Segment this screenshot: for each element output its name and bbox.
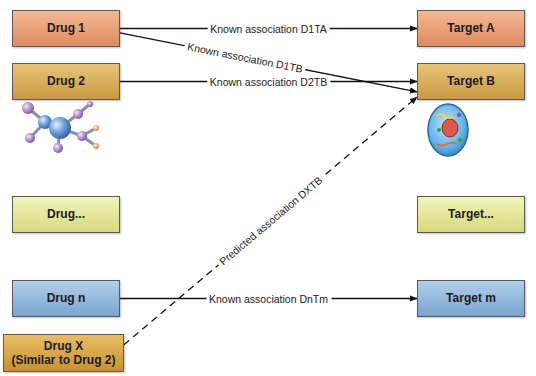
node-title: Drug n bbox=[47, 291, 86, 305]
molecule-icon bbox=[22, 101, 99, 153]
node-title: Drug... bbox=[47, 207, 85, 221]
node-title: Target... bbox=[448, 207, 494, 221]
association-arrow bbox=[120, 33, 417, 92]
drug-box: Drug X(Similar to Drug 2) bbox=[3, 334, 124, 372]
node-title: Target A bbox=[447, 21, 494, 35]
edge-label: Known association D1TA bbox=[207, 22, 330, 35]
node-title: Drug 2 bbox=[47, 74, 85, 88]
target-box: Target m bbox=[417, 280, 525, 317]
target-box: Target A bbox=[417, 10, 525, 47]
predicted-arrow bbox=[124, 97, 417, 345]
edge-label: Known association DnTm bbox=[206, 292, 331, 305]
edge-label: Known association D1TB bbox=[183, 39, 306, 76]
edge-label: Predicted association DXTB bbox=[214, 172, 327, 270]
cell-icon bbox=[428, 104, 468, 156]
node-title: Target B bbox=[447, 74, 495, 88]
node-title: Drug 1 bbox=[47, 21, 85, 35]
drug-box: Drug 2 bbox=[12, 63, 120, 100]
edge-label: Known association D2TB bbox=[207, 75, 330, 88]
target-box: Target... bbox=[417, 196, 525, 233]
node-title: Drug X bbox=[44, 339, 83, 353]
target-box: Target B bbox=[417, 63, 525, 100]
node-title: Target m bbox=[446, 291, 496, 305]
drug-box: Drug n bbox=[12, 280, 120, 317]
node-note: (Similar to Drug 2) bbox=[11, 353, 115, 367]
drug-box: Drug 1 bbox=[12, 10, 120, 47]
drug-box: Drug... bbox=[12, 196, 120, 233]
